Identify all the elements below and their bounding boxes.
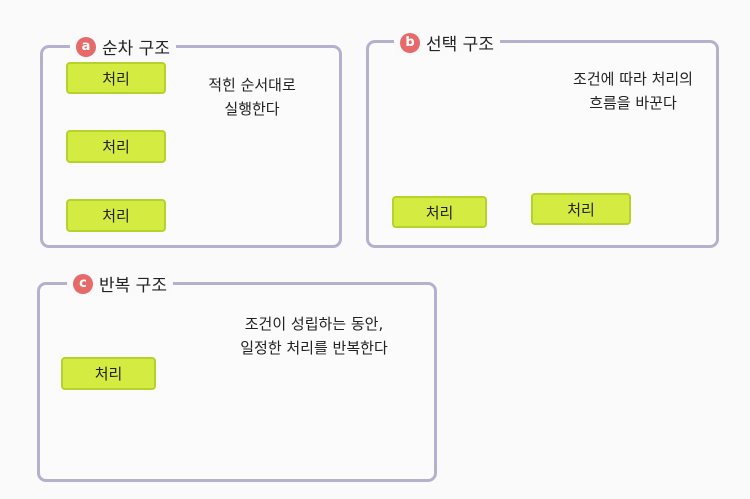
iteration-panel-title: c 반복 구조 xyxy=(67,271,173,296)
process-box-c1: 처리 xyxy=(61,357,156,390)
process-box-a2: 처리 xyxy=(66,130,166,163)
process-box-b1: 처리 xyxy=(392,196,487,228)
process-box-a3: 처리 xyxy=(66,199,166,232)
iteration-title-text: 반복 구조 xyxy=(99,276,167,296)
sequence-title-text: 순차 구조 xyxy=(102,39,170,59)
badge-a: a xyxy=(76,36,96,57)
iteration-bubble-text: 조건이 성립하는 동안, 일정한 처리를 반복한다 xyxy=(240,315,388,357)
process-box-a1: 처리 xyxy=(66,62,166,94)
selection-title-text: 선택 구조 xyxy=(426,35,494,55)
process-box-b2: 처리 xyxy=(531,193,631,225)
sequence-panel-title: a 순차 구조 xyxy=(70,34,176,59)
sequence-bubble-text: 적힌 순서대로 실행한다 xyxy=(208,76,296,118)
badge-b: b xyxy=(400,32,420,53)
badge-c: c xyxy=(73,273,93,294)
selection-bubble-text: 조건에 따라 처리의 흐름을 바꾼다 xyxy=(573,70,693,112)
selection-panel-title: b 선택 구조 xyxy=(394,30,500,55)
